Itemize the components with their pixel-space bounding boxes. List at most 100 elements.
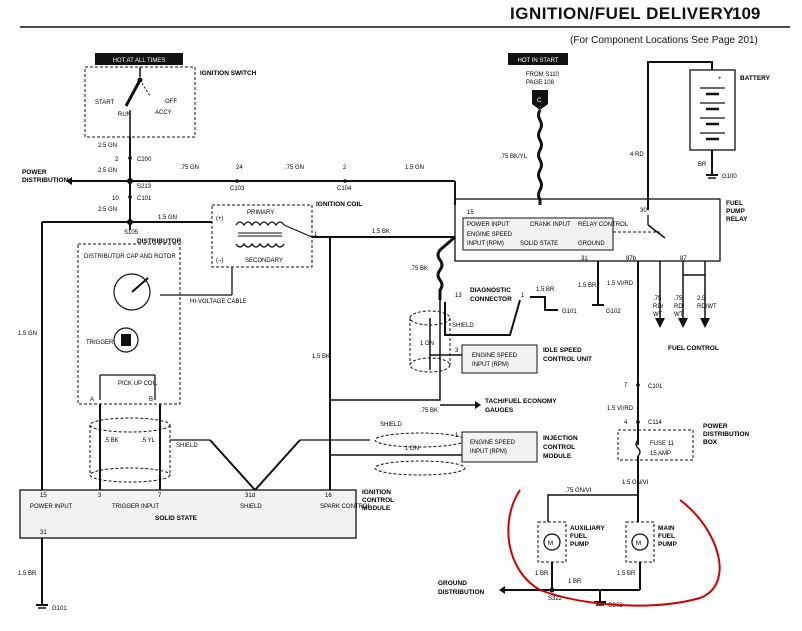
idle-unit-box — [461, 344, 538, 374]
trigger-wheel-icon — [113, 327, 139, 353]
svg-text:.75 GN: .75 GN — [285, 165, 304, 171]
fuel-control-label: FUEL CONTROL — [668, 345, 719, 352]
svg-text:1.5 VI/RD: 1.5 VI/RD — [607, 281, 634, 287]
svg-text:1.5 BK: 1.5 BK — [312, 354, 330, 360]
svg-text:1.5 BK: 1.5 BK — [372, 229, 390, 235]
connector-c101: C101 — [137, 196, 152, 202]
svg-text:A: A — [90, 397, 94, 403]
svg-text:2: 2 — [115, 157, 119, 163]
svg-text:POWER INPUT: POWER INPUT — [467, 222, 510, 228]
switch-off-label: OFF — [165, 99, 177, 105]
svg-text:RD/: RD/ — [653, 304, 664, 310]
svg-text:1 GN: 1 GN — [405, 446, 419, 452]
svg-text:C114: C114 — [648, 420, 663, 426]
svg-text:1: 1 — [455, 433, 459, 439]
svg-text:31d: 31d — [245, 493, 255, 499]
ignition-control-module-label: IGNITION — [362, 489, 391, 496]
switch-run-label: RUN — [118, 112, 131, 118]
distributor-label: DISTRIBUTOR — [137, 238, 182, 245]
svg-text:.75: .75 — [653, 296, 662, 302]
svg-text:(–): (–) — [216, 258, 223, 264]
svg-text:.5 YL: .5 YL — [141, 438, 156, 444]
svg-text:CONTROL: CONTROL — [362, 497, 394, 504]
hot-start-label: HOT IN START — [517, 58, 558, 64]
svg-text:.75: .75 — [674, 296, 683, 302]
svg-text:RD/WT: RD/WT — [697, 304, 717, 310]
injection-module-box — [461, 431, 538, 463]
svg-text:1.5 GN/VI: 1.5 GN/VI — [622, 480, 649, 486]
svg-text:C101: C101 — [648, 384, 663, 390]
svg-text:DIAGNOSTIC: DIAGNOSTIC — [470, 287, 511, 294]
fuse-icon — [635, 439, 641, 457]
svg-text:2.5 GN: 2.5 GN — [98, 207, 117, 213]
distributor-cap-icon — [113, 273, 151, 311]
svg-text:FROM S110: FROM S110 — [526, 72, 560, 78]
svg-text:PUMP: PUMP — [570, 541, 589, 548]
svg-text:CONNECTOR: CONNECTOR — [470, 296, 512, 303]
svg-text:GAUGES: GAUGES — [485, 407, 514, 414]
svg-text:.75 BK: .75 BK — [420, 408, 438, 414]
svg-text:7: 7 — [624, 383, 628, 389]
svg-text:MODULE: MODULE — [362, 505, 391, 512]
ground-g101: G101 — [52, 606, 67, 612]
primary-winding-icon — [235, 221, 285, 227]
svg-text:31: 31 — [40, 530, 47, 536]
svg-text:SPARK CONTROL: SPARK CONTROL — [320, 504, 372, 510]
splice-s105: S105 — [124, 230, 139, 236]
hv-cable-label: HI-VOLTAGE CABLE — [190, 299, 247, 305]
page-subtitle: (For Component Locations See Page 201) — [570, 35, 758, 46]
svg-text:BR: BR — [698, 162, 707, 168]
distributor-box — [77, 243, 181, 405]
svg-text:1: 1 — [521, 293, 525, 299]
svg-text:4 RD: 4 RD — [630, 152, 644, 158]
svg-text:1.5 BR: 1.5 BR — [617, 571, 636, 577]
svg-text:3: 3 — [455, 348, 459, 354]
svg-text:SHIELD: SHIELD — [380, 422, 402, 428]
svg-text:CRANK INPUT: CRANK INPUT — [530, 222, 571, 228]
switch-start-label: START — [95, 100, 114, 106]
svg-text:ENGINE SPEED: ENGINE SPEED — [472, 353, 518, 359]
svg-text:30: 30 — [640, 208, 647, 214]
svg-text:10: 10 — [112, 196, 119, 202]
svg-text:G101: G101 — [562, 309, 577, 315]
svg-text:15: 15 — [40, 493, 47, 499]
svg-text:.75 GN/VI: .75 GN/VI — [565, 488, 592, 494]
ignition-control-module-box — [19, 489, 357, 539]
relay-contact-icon — [647, 224, 666, 239]
ground-g102: G102 — [606, 309, 621, 315]
svg-text:PAGE 108: PAGE 108 — [526, 80, 555, 86]
svg-text:1 BR: 1 BR — [535, 571, 549, 577]
svg-text:SHIELD: SHIELD — [176, 443, 198, 449]
svg-text:GROUND: GROUND — [438, 580, 467, 587]
svg-text:.75 BK/YL: .75 BK/YL — [500, 154, 528, 160]
svg-text:13: 13 — [455, 293, 462, 299]
svg-text:31: 31 — [581, 256, 588, 262]
svg-text:WT: WT — [674, 312, 684, 318]
svg-text:WT: WT — [653, 312, 663, 318]
svg-text:INPUT (RPM): INPUT (RPM) — [470, 449, 507, 455]
fuse-11-label: FUSE 11 — [650, 441, 675, 447]
svg-text:TACH/FUEL ECONOMY: TACH/FUEL ECONOMY — [485, 398, 557, 405]
svg-text:SOLID STATE: SOLID STATE — [155, 515, 198, 522]
page-title: IGNITION/FUEL DELIVERY — [510, 4, 735, 23]
battery-label: BATTERY — [740, 75, 771, 82]
svg-text:1: 1 — [314, 232, 318, 238]
svg-text:.75 GN: .75 GN — [180, 165, 199, 171]
svg-text:PUMP: PUMP — [658, 541, 677, 548]
svg-text:87: 87 — [680, 256, 687, 262]
svg-text:1.5 BR: 1.5 BR — [18, 571, 37, 577]
svg-text:SOLID STATE: SOLID STATE — [520, 241, 558, 247]
fuel-pump-relay-label: FUEL — [726, 200, 743, 207]
svg-text:DISTRIBUTOR CAP AND ROTOR: DISTRIBUTOR CAP AND ROTOR — [84, 254, 176, 260]
svg-text:M: M — [636, 541, 641, 547]
svg-text:24: 24 — [236, 165, 243, 171]
svg-text:1 BR: 1 BR — [568, 579, 582, 585]
ground-g302: G302 — [608, 603, 623, 609]
svg-text:DISTRIBUTION: DISTRIBUTION — [22, 177, 69, 184]
svg-text:CONTROL UNIT: CONTROL UNIT — [543, 356, 592, 363]
svg-text:2: 2 — [343, 165, 347, 171]
svg-text:INJECTION: INJECTION — [543, 435, 578, 442]
svg-text:POWER INPUT: POWER INPUT — [30, 504, 73, 510]
wire-label-2-5gn-a: 2.5 GN — [98, 143, 117, 149]
